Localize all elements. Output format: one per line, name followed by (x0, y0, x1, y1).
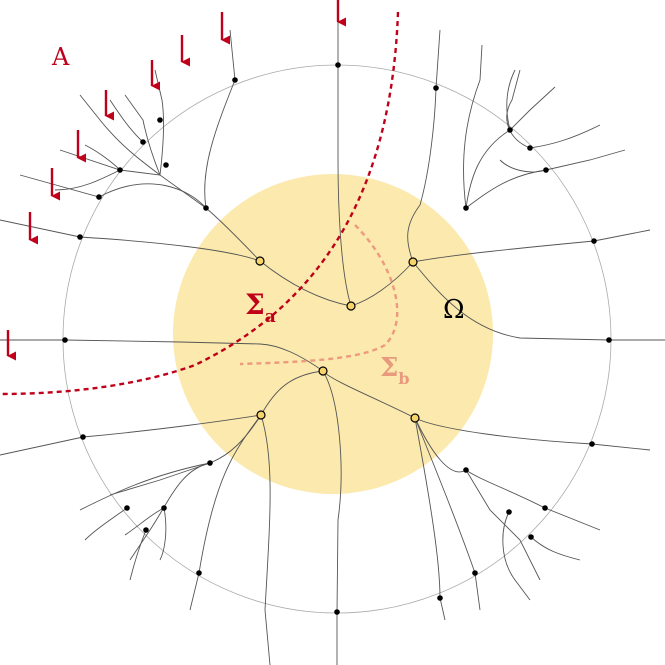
incoming-arrows (6, 0, 347, 361)
omega-label: Ω (443, 295, 465, 325)
internal-vertices (255, 256, 420, 423)
sigma-b-label: Σb (380, 353, 410, 388)
boundary-node (80, 434, 86, 440)
sigma-b-curve (239, 224, 399, 366)
boundary-node (437, 595, 443, 601)
internal-vertex (346, 301, 356, 311)
sigma-a-subscript: a (265, 307, 276, 327)
internal-vertex (318, 366, 328, 376)
boundary-node (335, 62, 341, 68)
sigma-a-label: Σa (245, 288, 276, 327)
boundary-nodes (62, 62, 612, 615)
internal-vertex (255, 256, 265, 266)
boundary-node (472, 570, 478, 576)
boundary-node (543, 167, 549, 173)
boundary-node (591, 238, 597, 244)
sigma-b-subscript: b (398, 369, 409, 388)
boundary-node (207, 460, 213, 466)
boundary-node (589, 441, 595, 447)
boundary-node (463, 467, 469, 473)
boundary-node (433, 85, 439, 91)
boundary-node (196, 570, 202, 576)
boundary-node (232, 77, 238, 83)
sigma-a-symbol: Σ (245, 288, 265, 321)
boundary-node (463, 205, 469, 211)
region-a-label: A (51, 43, 70, 71)
boundary-node (334, 609, 340, 615)
boundary-node (117, 167, 123, 173)
boundary-node (143, 527, 149, 533)
boundary-node (506, 509, 512, 515)
sigma-b-symbol: Σ (380, 353, 398, 383)
boundary-node (96, 194, 102, 200)
boundary-node (124, 505, 130, 511)
boundary-node (606, 337, 612, 343)
sigma-a-curve (0, 11, 400, 396)
boundary-node (527, 145, 533, 151)
boundary-node (157, 117, 163, 123)
internal-vertex (256, 410, 266, 420)
internal-vertex (408, 257, 418, 267)
boundary-node (161, 505, 167, 511)
boundary-node (528, 534, 534, 540)
boundary-node (507, 127, 513, 133)
boundary-node (77, 234, 83, 240)
boundary-node (62, 337, 68, 343)
boundary-node (542, 505, 548, 511)
boundary-node (203, 205, 209, 211)
boundary-node (163, 162, 169, 168)
boundary-node (140, 139, 146, 145)
internal-vertex (410, 413, 420, 423)
